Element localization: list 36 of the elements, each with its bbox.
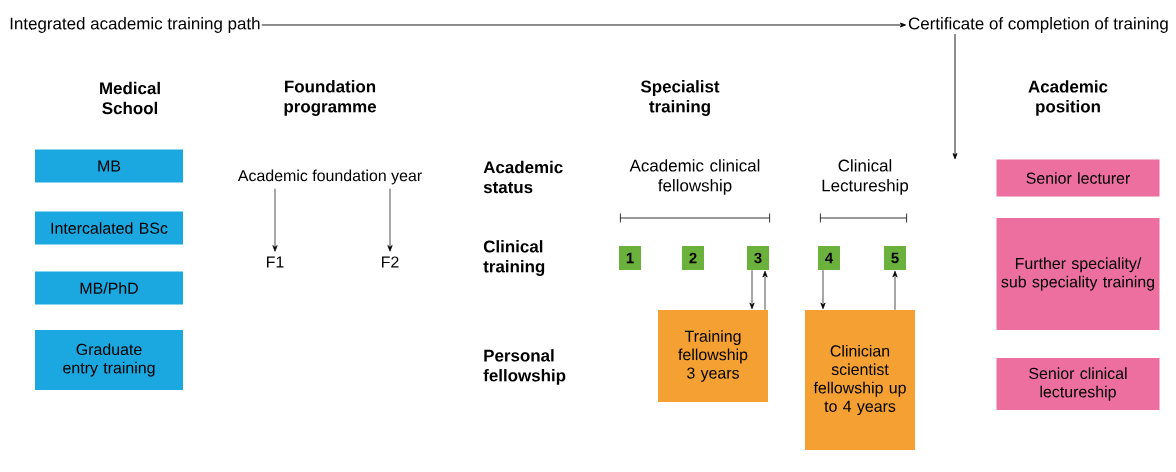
fellowship-box: Clinician scientist fellowship up to 4 years <box>805 310 915 450</box>
arrow <box>387 188 393 252</box>
position-box: Senior clinical lectureship <box>996 358 1160 410</box>
arrow <box>820 269 826 310</box>
row-label: Clinical training <box>483 240 545 276</box>
arrow <box>749 269 755 310</box>
arrow <box>762 270 768 311</box>
stage-text: Certificate of completion of training <box>908 17 1168 33</box>
span-label: Academic clinical fellowship <box>629 159 760 195</box>
degree-box: MB/PhD <box>35 271 183 305</box>
arrow <box>272 188 278 252</box>
column-heading: Foundation programme <box>284 80 376 116</box>
stage-text: Academic foundation year <box>237 169 422 185</box>
year-box: 4 <box>818 246 840 270</box>
year-box: 5 <box>884 246 906 270</box>
year-box: 1 <box>619 246 641 270</box>
arrow <box>261 22 907 28</box>
column-heading: Academic position <box>1028 80 1108 116</box>
stage-text: F2 <box>382 256 399 268</box>
year-box: 2 <box>682 246 704 270</box>
row-label: Personal fellowship <box>483 349 566 385</box>
column-heading: Medical School <box>100 81 160 115</box>
fellowship-box: Training fellowship 3 years <box>658 310 768 402</box>
degree-box: Intercalated BSc <box>35 211 183 245</box>
position-box: Further speciality/ sub speciality training <box>996 218 1160 330</box>
column-heading: Specialist training <box>640 80 720 116</box>
degree-box: Graduate entry training <box>35 330 183 390</box>
arrow <box>892 270 898 311</box>
stage-text: F1 <box>267 256 284 268</box>
arrow <box>952 33 958 160</box>
degree-box: MB <box>35 149 183 183</box>
year-box: 3 <box>747 246 769 270</box>
position-box: Senior lecturer <box>996 159 1160 197</box>
stage-text: Integrated academic training path <box>10 17 260 33</box>
span-label: Clinical Lectureship <box>822 159 909 195</box>
row-label: Academic status <box>483 160 563 194</box>
